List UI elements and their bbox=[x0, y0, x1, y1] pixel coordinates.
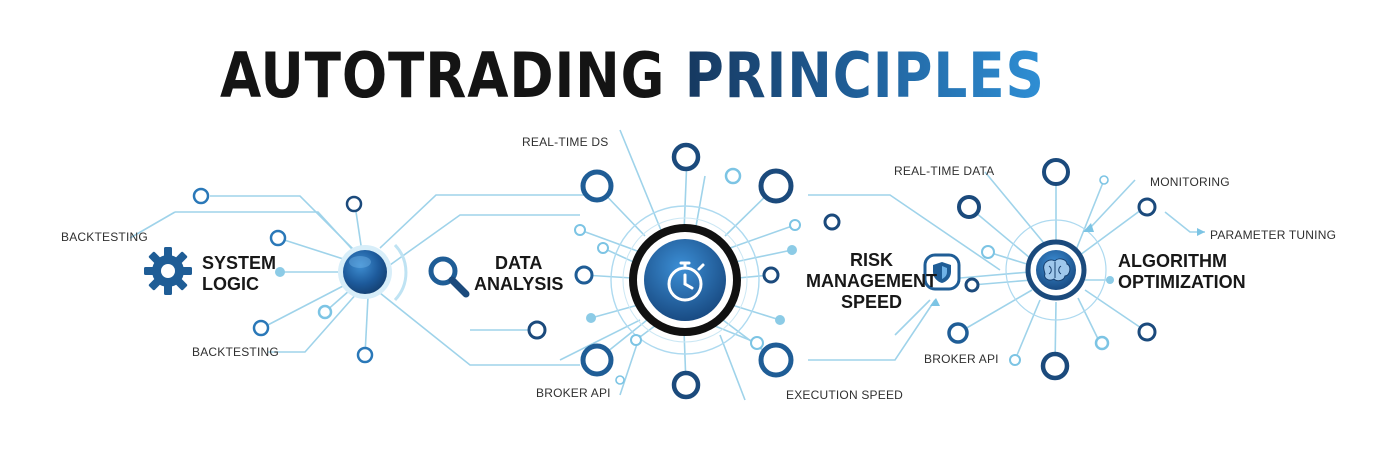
node-dot bbox=[275, 267, 285, 277]
arrow-icon bbox=[1197, 228, 1205, 236]
label-broker-api-center: BROKER API bbox=[536, 386, 611, 400]
magnifier-icon bbox=[428, 256, 470, 298]
node-dot bbox=[615, 375, 625, 385]
node-dot bbox=[724, 167, 742, 185]
label-parameter-tuning: PARAMETER TUNING bbox=[1210, 228, 1337, 242]
title-word-autotrading: AUTOTRADING bbox=[220, 39, 666, 112]
node-dot bbox=[586, 313, 596, 323]
node-dot bbox=[252, 319, 270, 337]
node-dot bbox=[1106, 276, 1114, 284]
node-dot bbox=[758, 342, 794, 378]
node-dot bbox=[981, 245, 995, 259]
node-dot bbox=[1137, 197, 1157, 217]
node-dot bbox=[789, 219, 801, 231]
label-monitoring: MONITORING bbox=[1150, 175, 1230, 189]
node-dot bbox=[580, 343, 614, 377]
node-label-line: ALGORITHM bbox=[1118, 251, 1227, 271]
node-dot bbox=[580, 169, 614, 203]
network-nodes bbox=[192, 142, 1157, 400]
node-dot bbox=[574, 224, 586, 236]
page-title: AUTOTRADING PRINCIPLES bbox=[220, 38, 1045, 114]
node-dot bbox=[671, 142, 701, 172]
node-dot bbox=[1040, 351, 1070, 381]
node-dot bbox=[947, 322, 969, 344]
gear-icon bbox=[144, 247, 192, 295]
node-label-line: SPEED bbox=[840, 292, 903, 312]
halo-rings bbox=[393, 205, 1107, 355]
node-dot bbox=[957, 195, 981, 219]
node-label-line: RISK bbox=[849, 250, 893, 270]
node-dot bbox=[269, 229, 287, 247]
node-dot bbox=[762, 266, 780, 284]
node-label-algorithm-optimization: ALGORITHM OPTIMIZATION bbox=[1118, 251, 1246, 293]
arrow-heads bbox=[930, 223, 1205, 306]
node-dot bbox=[527, 320, 547, 340]
node-label-line: OPTIMIZATION bbox=[1118, 272, 1246, 292]
connector-lines bbox=[129, 129, 1205, 401]
node-label-line: MANAGEMENT bbox=[806, 271, 937, 291]
brain-icon bbox=[1043, 258, 1071, 282]
node-dot bbox=[630, 334, 642, 346]
label-broker-api-right: BROKER API bbox=[924, 352, 999, 366]
node-dot bbox=[345, 195, 363, 213]
node-label-line: ANALYSIS bbox=[474, 274, 564, 294]
label-realtime-ds: REAL-TIME DS bbox=[522, 135, 609, 149]
node-label-line: LOGIC bbox=[202, 274, 259, 294]
arrow-icon bbox=[930, 298, 940, 306]
node-label-risk-management: RISK MANAGEMENT SPEED bbox=[806, 250, 937, 313]
node-dot bbox=[775, 315, 785, 325]
stopwatch-icon bbox=[667, 261, 705, 302]
node-dot bbox=[574, 265, 594, 285]
node-dot bbox=[192, 187, 210, 205]
node-label-system-logic: SYSTEM LOGIC bbox=[202, 253, 276, 295]
central-hub bbox=[629, 224, 741, 336]
label-realtime-data: REAL-TIME DATA bbox=[894, 164, 995, 178]
system-logic-orb bbox=[338, 245, 392, 299]
title-word-principles: PRINCIPLES bbox=[684, 39, 1045, 112]
label-backtesting-top: BACKTESTING bbox=[61, 230, 148, 244]
node-dot bbox=[787, 245, 797, 255]
node-dot bbox=[1137, 322, 1157, 342]
node-dot bbox=[356, 346, 374, 364]
node-dot bbox=[823, 213, 841, 231]
node-dot bbox=[1094, 335, 1110, 351]
node-label-data-analysis: DATA ANALYSIS bbox=[474, 253, 563, 295]
arrow-icon bbox=[1083, 223, 1094, 232]
label-execution-speed: EXECUTION SPEED bbox=[786, 388, 904, 402]
node-dot bbox=[671, 370, 701, 400]
node-dot bbox=[317, 304, 333, 320]
node-dot bbox=[750, 336, 764, 350]
shield-icon bbox=[923, 253, 961, 291]
algorithm-hub bbox=[1025, 239, 1087, 301]
node-dot bbox=[758, 168, 794, 204]
label-backtesting-bottom: BACKTESTING bbox=[192, 345, 279, 359]
node-label-line: DATA bbox=[495, 253, 543, 273]
node-dot bbox=[964, 277, 980, 293]
node-dot bbox=[1099, 175, 1109, 185]
node-label-line: SYSTEM bbox=[202, 253, 277, 273]
node-dot bbox=[597, 242, 609, 254]
node-dot bbox=[1042, 158, 1070, 186]
node-dot bbox=[1009, 354, 1021, 366]
